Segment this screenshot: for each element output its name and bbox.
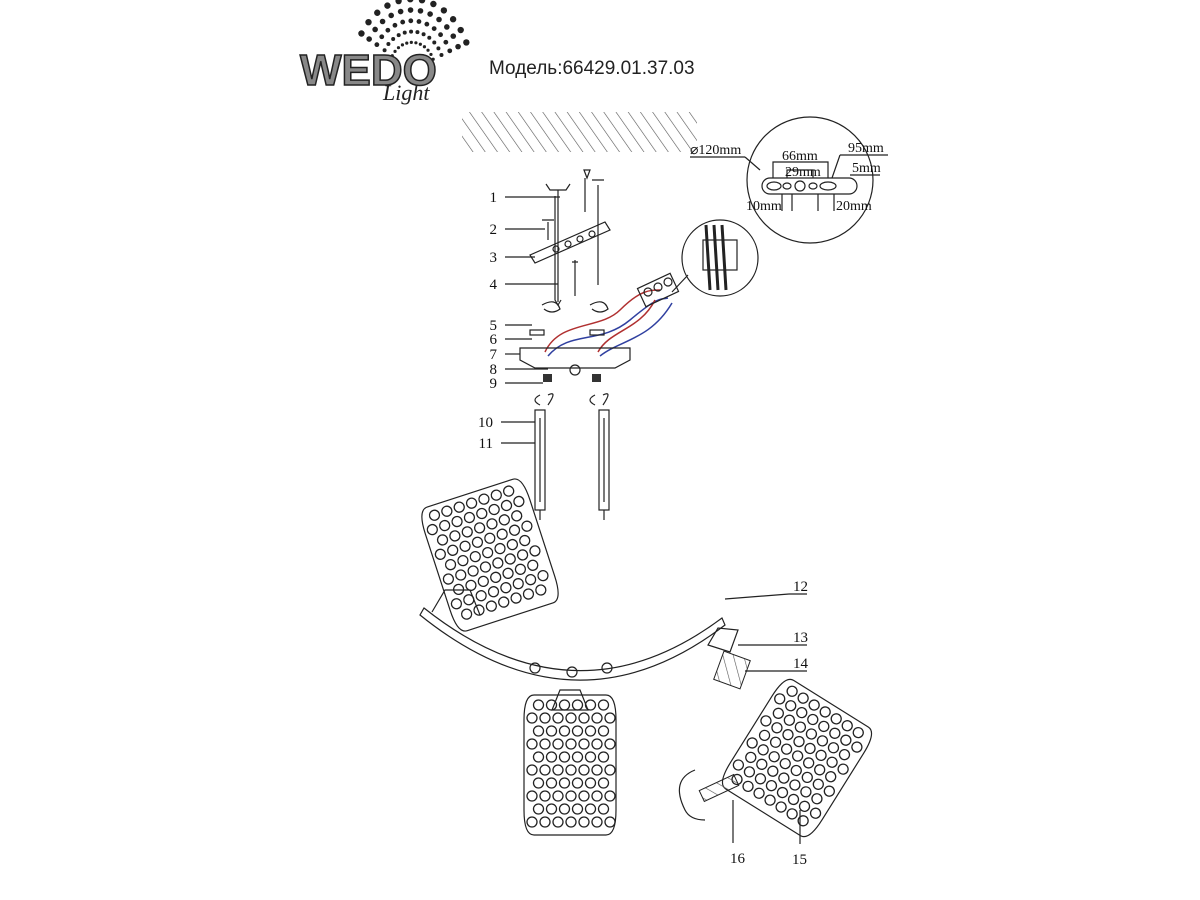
mounting-bracket-dimensions: ⌀120mm 66mm 29mm 95mm 5mm 10mm 20mm bbox=[690, 116, 888, 244]
svg-text:16: 16 bbox=[730, 851, 746, 867]
svg-text:15: 15 bbox=[792, 852, 807, 868]
svg-text:⌀120mm: ⌀120mm bbox=[690, 143, 741, 158]
svg-text:11: 11 bbox=[479, 436, 493, 452]
shade-bottom-center bbox=[523, 694, 617, 836]
svg-text:WEDO: WEDO bbox=[300, 46, 437, 95]
svg-text:1: 1 bbox=[490, 190, 498, 206]
part-label-11: 11 bbox=[479, 436, 535, 452]
part-label-10: 10 bbox=[478, 415, 535, 431]
svg-text:20mm: 20mm bbox=[836, 199, 872, 214]
glass-insert bbox=[678, 769, 740, 821]
mounting-hardware bbox=[519, 169, 680, 520]
svg-text:2: 2 bbox=[490, 222, 498, 238]
part-label-15: 15 bbox=[792, 810, 807, 868]
part-label-7: 7 bbox=[490, 347, 520, 363]
part-label-3: 3 bbox=[490, 250, 535, 266]
svg-text:5mm: 5mm bbox=[852, 161, 881, 176]
terminal-block-detail bbox=[671, 219, 759, 297]
part-label-8: 8 bbox=[490, 362, 548, 378]
shade-upper-left bbox=[421, 478, 559, 632]
ceiling-hatch bbox=[462, 112, 697, 152]
svg-text:95mm: 95mm bbox=[848, 141, 884, 156]
svg-text:Light: Light bbox=[382, 80, 430, 105]
svg-text:66mm: 66mm bbox=[782, 149, 818, 164]
part-label-12: 12 bbox=[724, 579, 808, 600]
svg-text:6: 6 bbox=[490, 332, 498, 348]
svg-text:4: 4 bbox=[490, 277, 498, 293]
svg-text:10: 10 bbox=[478, 415, 493, 431]
svg-text:8: 8 bbox=[490, 362, 498, 378]
part-label-5: 5 bbox=[490, 318, 532, 334]
svg-text:7: 7 bbox=[490, 347, 498, 363]
shade-right bbox=[721, 678, 873, 838]
svg-text:12: 12 bbox=[793, 579, 808, 595]
part-label-1: 1 bbox=[490, 190, 560, 206]
part-label-14: 14 bbox=[745, 656, 809, 672]
svg-text:5: 5 bbox=[490, 318, 498, 334]
lamp-arm bbox=[419, 589, 751, 711]
svg-text:3: 3 bbox=[490, 250, 498, 266]
part-label-2: 2 bbox=[490, 222, 545, 238]
svg-text:13: 13 bbox=[793, 630, 808, 646]
part-label-13: 13 bbox=[738, 630, 808, 646]
svg-text:29mm: 29mm bbox=[785, 165, 821, 180]
model-number: Модель:66429.01.37.03 bbox=[489, 58, 695, 79]
part-label-16: 16 bbox=[730, 800, 746, 867]
svg-text:9: 9 bbox=[490, 376, 498, 392]
part-label-4: 4 bbox=[490, 277, 558, 293]
part-label-9: 9 bbox=[490, 376, 543, 392]
svg-text:14: 14 bbox=[793, 656, 809, 672]
part-label-6: 6 bbox=[490, 332, 532, 348]
svg-text:10mm: 10mm bbox=[746, 199, 782, 214]
wedo-logo: WEDO Light bbox=[299, 0, 470, 105]
